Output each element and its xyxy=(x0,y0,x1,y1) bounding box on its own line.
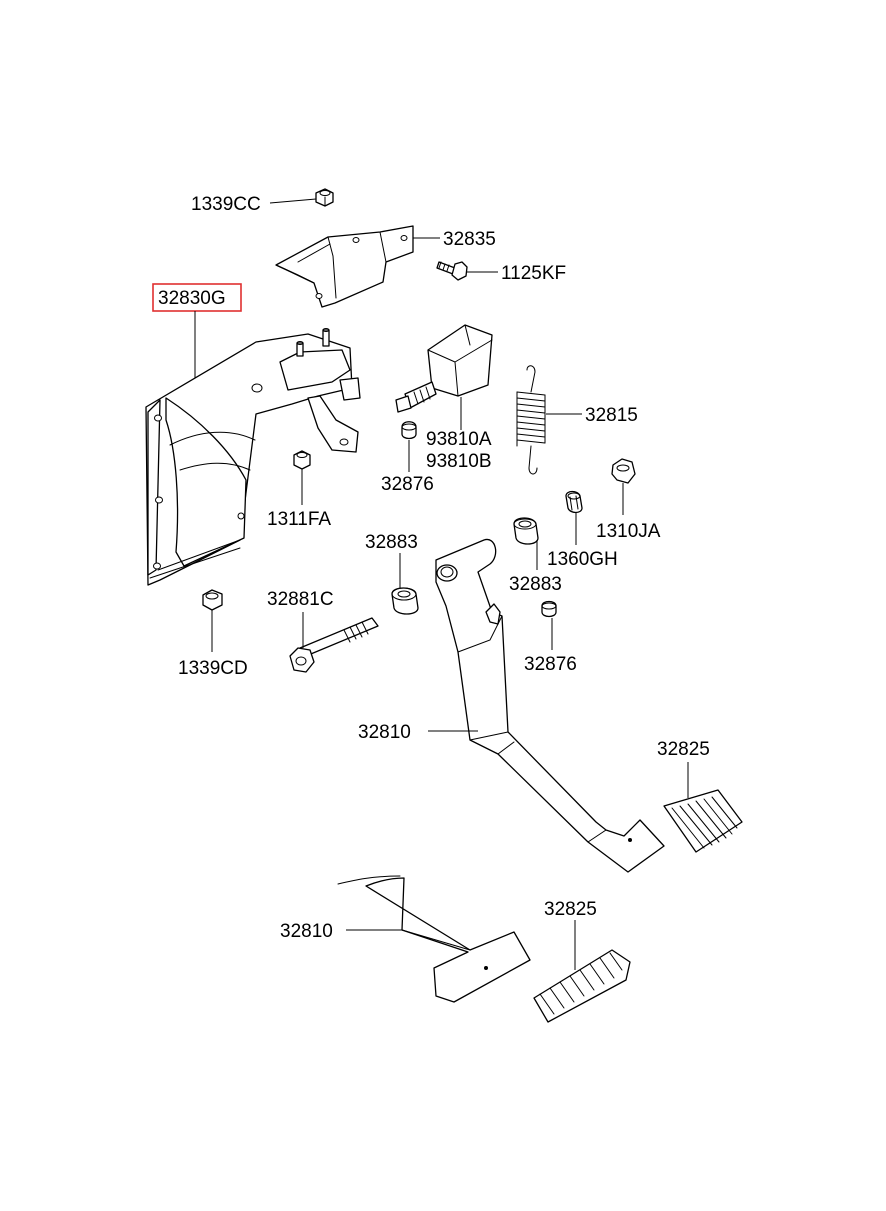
label-32883-right[interactable]: 32883 xyxy=(509,574,562,595)
label-32825-upper[interactable]: 32825 xyxy=(657,739,710,760)
bushing-32883-right[interactable] xyxy=(513,517,539,545)
label-32876-upper[interactable]: 32876 xyxy=(381,474,434,495)
pedal-pad-32825-upper[interactable] xyxy=(663,789,743,853)
label-32830G[interactable]: 32830G xyxy=(158,288,226,309)
label-32835[interactable]: 32835 xyxy=(443,229,496,250)
label-highlight-box xyxy=(152,283,242,312)
stopper-32876-upper[interactable] xyxy=(401,421,417,440)
label-32883-left[interactable]: 32883 xyxy=(365,532,418,553)
nut-1339CD[interactable] xyxy=(202,589,223,611)
bushing-32883-left[interactable] xyxy=(391,587,419,615)
label-1125KF[interactable]: 1125KF xyxy=(501,263,566,284)
label-32810-upper[interactable]: 32810 xyxy=(358,722,411,743)
label-1339CC[interactable]: 1339CC xyxy=(191,194,261,215)
pedal-arm-32810-lower[interactable] xyxy=(337,875,531,1003)
label-32810-lower[interactable]: 32810 xyxy=(280,921,333,942)
label-1310JA[interactable]: 1310JA xyxy=(596,521,661,542)
label-32825-lower[interactable]: 32825 xyxy=(544,899,597,920)
washer-1360GH[interactable] xyxy=(565,490,583,514)
stop-lamp-switch-93810[interactable] xyxy=(395,324,493,413)
label-32881C[interactable]: 32881C xyxy=(267,589,334,610)
label-32876-lower[interactable]: 32876 xyxy=(524,654,577,675)
label-93810A[interactable]: 93810A xyxy=(426,429,492,450)
nut-1311FA[interactable] xyxy=(293,450,311,470)
nut-1310JA[interactable] xyxy=(611,458,636,484)
return-spring-32815[interactable] xyxy=(516,365,546,475)
bolt-1125KF[interactable] xyxy=(436,261,468,281)
bolt-32881C[interactable] xyxy=(289,617,379,673)
label-32815[interactable]: 32815 xyxy=(585,405,638,426)
label-93810B[interactable]: 93810B xyxy=(426,451,492,472)
label-1339CD[interactable]: 1339CD xyxy=(178,658,248,679)
leader-1339CC xyxy=(269,198,317,204)
label-1360GH[interactable]: 1360GH xyxy=(547,549,618,570)
pedal-bracket-assembly-32830G[interactable] xyxy=(145,328,361,586)
nut-1339CC[interactable] xyxy=(315,188,334,207)
pedal-pad-32825-lower[interactable] xyxy=(533,949,631,1023)
stopper-32876-lower[interactable] xyxy=(541,600,557,618)
pedal-arm-32810-upper[interactable] xyxy=(435,538,665,873)
label-1311FA[interactable]: 1311FA xyxy=(267,509,331,530)
bracket-32835[interactable] xyxy=(275,225,414,308)
